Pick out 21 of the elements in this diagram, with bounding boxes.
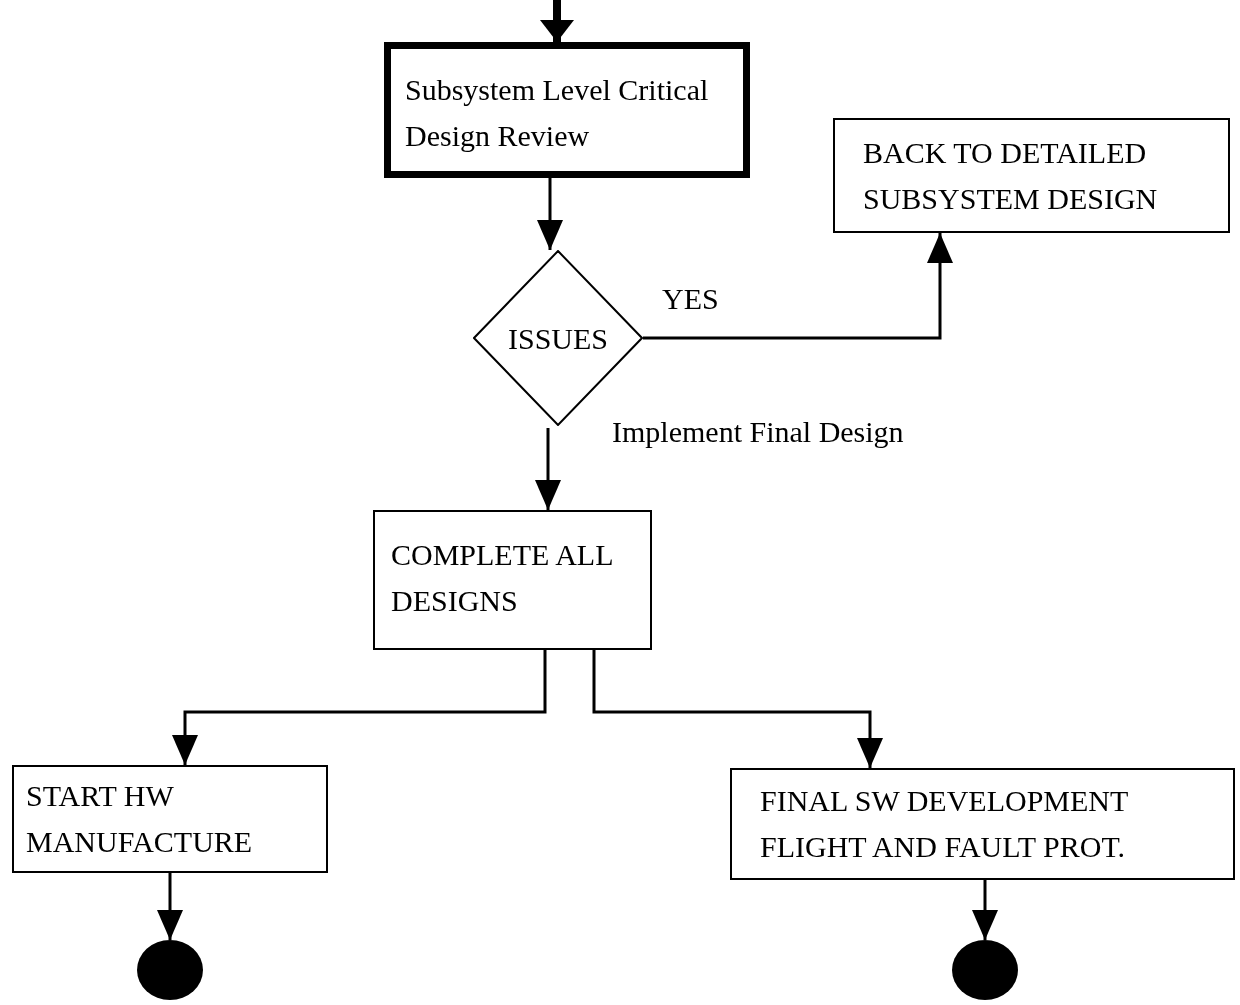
arrow [972, 880, 998, 940]
arrow [157, 873, 183, 940]
node-text: FINAL SW DEVELOPMENT FLIGHT AND FAULT PROT. [760, 783, 1129, 865]
node-text: START HW MANUFACTURE [26, 778, 254, 860]
end-terminal [952, 940, 1018, 1000]
process-box [730, 768, 1235, 880]
arrow [172, 650, 547, 765]
node-text: BACK TO DETAILED SUBSYSTEM DESIGN [863, 135, 1159, 217]
process-box [833, 118, 1230, 233]
review-box [384, 42, 750, 178]
arrow [540, 0, 574, 42]
arrow [537, 178, 563, 250]
process-box [373, 510, 652, 650]
process-box [12, 765, 328, 873]
arrow [592, 650, 883, 768]
arrow [643, 233, 953, 340]
arrow [535, 428, 561, 510]
node-text: Subsystem Level Critical Design Review [405, 72, 710, 154]
node-text: ISSUES [506, 321, 609, 357]
end-terminal [137, 940, 203, 1000]
node-text: COMPLETE ALL DESIGNS [391, 537, 614, 619]
